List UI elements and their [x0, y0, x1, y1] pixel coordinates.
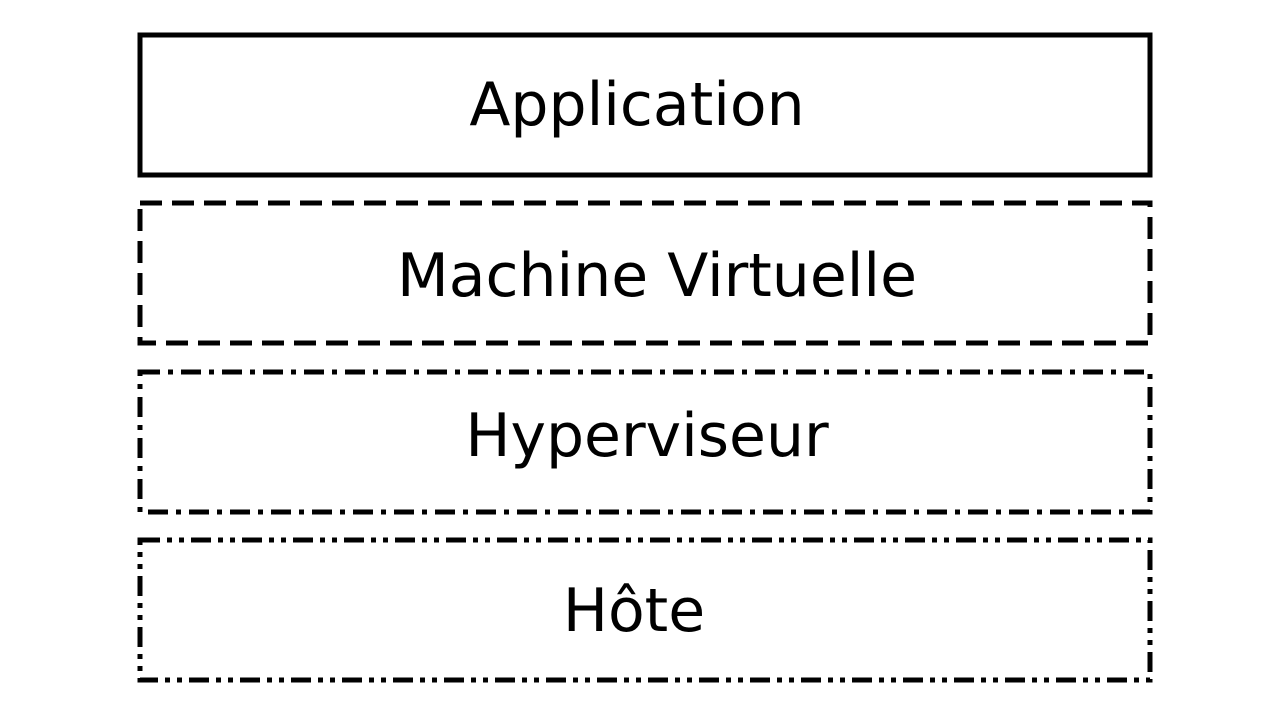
layer-application-label: Application [469, 70, 804, 140]
layer-hypervisor: Hyperviseur [137, 369, 1153, 515]
layer-host-box [137, 537, 1153, 683]
layer-virtual-machine-box [137, 200, 1153, 346]
layer-application-box [137, 32, 1153, 178]
layer-host: Hôte [137, 537, 1153, 683]
layer-virtual-machine: Machine Virtuelle [137, 200, 1153, 346]
layer-virtual-machine-label: Machine Virtuelle [397, 241, 917, 311]
layer-application: Application [137, 32, 1153, 178]
layer-hypervisor-box [137, 369, 1153, 515]
layer-hypervisor-label: Hyperviseur [465, 401, 829, 471]
layer-host-label: Hôte [563, 576, 705, 646]
